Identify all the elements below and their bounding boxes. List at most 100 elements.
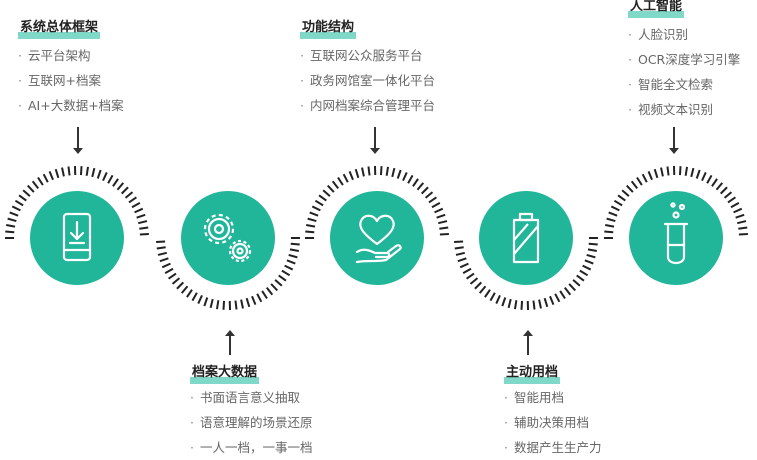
tick-mark: [289, 255, 298, 257]
tick-mark: [156, 242, 165, 243]
tick-mark: [356, 169, 359, 178]
tick-mark: [643, 174, 647, 182]
tick-mark: [103, 172, 107, 180]
tick-mark: [187, 290, 192, 297]
tick-mark: [667, 167, 668, 176]
tick-mark: [440, 234, 449, 235]
tick-mark: [306, 225, 315, 227]
tick-mark: [198, 295, 202, 303]
tick-mark: [192, 293, 196, 301]
node-4-circle: [479, 191, 573, 285]
tick-mark: [515, 300, 516, 309]
tick-mark: [328, 186, 334, 193]
tick-mark: [731, 203, 739, 207]
node-3-circle: [330, 191, 424, 285]
node-2-circle: [181, 191, 275, 285]
tick-mark: [739, 234, 748, 235]
tick-mark: [728, 197, 735, 202]
tick-mark: [392, 168, 394, 177]
tick-mark: [140, 234, 149, 235]
tick-mark: [622, 190, 629, 196]
tick-mark: [736, 215, 745, 218]
tick-mark: [725, 192, 732, 198]
tick-mark: [697, 170, 700, 179]
tick-mark: [8, 219, 17, 221]
tick-mark: [717, 183, 723, 190]
tick-mark: [580, 271, 588, 276]
tick-mark: [368, 167, 369, 176]
tick-mark: [471, 278, 478, 284]
tick-mark: [655, 169, 658, 178]
tick-mark: [50, 171, 53, 179]
node-4: [479, 191, 573, 285]
tick-mark: [92, 168, 94, 177]
tick-mark: [485, 290, 490, 297]
tick-mark: [738, 227, 747, 228]
tick-mark: [279, 275, 286, 280]
tick-mark: [583, 266, 591, 270]
tick-mark: [87, 167, 88, 176]
tick-mark: [173, 278, 180, 284]
tick-mark: [38, 177, 43, 185]
tick-mark: [577, 275, 584, 280]
tick-mark: [560, 291, 565, 299]
tick-mark: [509, 299, 511, 308]
tick-mark: [439, 227, 448, 228]
tick-mark: [271, 284, 277, 291]
tick-mark: [211, 299, 213, 308]
tick-mark: [435, 209, 443, 213]
tick-mark: [305, 231, 314, 232]
tick-mark: [609, 212, 617, 215]
node-3: [330, 191, 424, 285]
tick-mark: [98, 170, 101, 179]
tick-mark: [463, 269, 471, 273]
tick-mark: [413, 179, 418, 186]
tick-mark: [28, 186, 34, 193]
tick-mark: [408, 175, 412, 183]
tick-mark: [362, 168, 364, 177]
tick-mark: [614, 201, 622, 206]
tick-mark: [422, 187, 428, 193]
tick-mark: [569, 284, 575, 291]
tick-mark: [68, 167, 69, 176]
node-5-circle: [629, 191, 723, 285]
tick-mark: [565, 288, 571, 295]
tick-mark: [403, 172, 407, 180]
tick-mark: [460, 264, 468, 268]
tick-mark: [649, 171, 652, 179]
tick-mark: [588, 249, 597, 251]
tick-mark: [310, 212, 318, 215]
tick-mark: [275, 280, 282, 286]
tick-mark: [350, 171, 353, 179]
tick-mark: [686, 167, 687, 176]
tick-mark: [6, 225, 15, 227]
tick-mark: [241, 300, 243, 309]
tick-mark: [132, 203, 140, 207]
tick-mark: [475, 282, 481, 288]
tick-mark: [545, 298, 548, 307]
tick-mark: [15, 201, 23, 206]
tick-mark: [604, 231, 613, 232]
tick-mark: [550, 296, 553, 304]
tick-mark: [108, 175, 112, 183]
tick-mark: [290, 249, 299, 251]
tick-mark: [691, 168, 693, 177]
tick-mark: [182, 286, 188, 293]
block-ai-title: 人工智能: [628, 0, 684, 16]
tick-mark: [204, 298, 207, 307]
tick-mark: [291, 244, 300, 245]
tick-mark: [702, 172, 706, 180]
tick-mark: [338, 177, 343, 185]
tick-mark: [177, 282, 183, 288]
tick-mark: [129, 197, 136, 202]
tick-mark: [344, 174, 348, 182]
tick-mark: [23, 190, 30, 196]
tick-mark: [262, 291, 267, 299]
tick-mark: [223, 301, 224, 310]
tick-mark: [555, 294, 559, 302]
tick-mark: [587, 255, 596, 257]
block-framework-title: 系统总体框架: [18, 19, 100, 37]
tick-mark: [539, 300, 541, 309]
